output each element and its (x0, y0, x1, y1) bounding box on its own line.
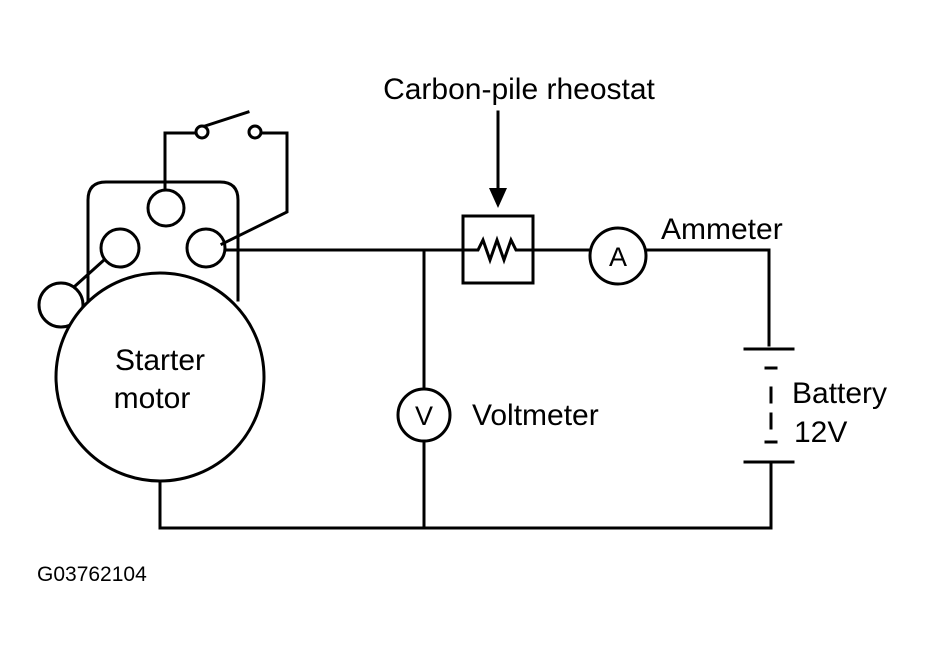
rheostat-label: Carbon-pile rheostat (383, 73, 655, 106)
rheostat-resistor-zigzag (461, 235, 535, 265)
switch-contact-right (247, 124, 263, 140)
ammeter-label: Ammeter (661, 213, 783, 246)
switch-contact-left (194, 124, 210, 140)
battery-label-line2: 12V (794, 416, 847, 449)
starter-label-line2: motor (114, 382, 191, 415)
switch-blade (203, 110, 250, 128)
starter-label-line1: Starter (115, 344, 205, 377)
voltmeter-gauge (396, 387, 452, 443)
wire-ground-return (158, 463, 773, 530)
solenoid-left-terminal (99, 227, 141, 269)
terminal-strap (71, 257, 107, 290)
solenoid-right-terminal (185, 227, 227, 269)
starter-switch (163, 110, 289, 247)
starter-motor-body (54, 271, 266, 483)
figure-code: G03762104 (37, 563, 147, 586)
solenoid-top-terminal (146, 188, 186, 228)
wire-ammeter-to-battery (644, 248, 771, 347)
solenoid-housing (86, 180, 240, 302)
switch-left-wire (163, 131, 198, 190)
switch-right-wire (219, 131, 289, 247)
ammeter-gauge (588, 226, 648, 286)
voltmeter-label: Voltmeter (472, 399, 599, 432)
battery-label-line1: Battery (792, 377, 887, 410)
starter-motor-assembly: Starter motor (37, 180, 266, 483)
ammeter: A Ammeter (588, 213, 783, 286)
battery: Battery 12V (743, 347, 887, 464)
voltmeter-symbol: V (415, 401, 433, 431)
rheostat-arrow-head (489, 188, 507, 208)
voltmeter: V Voltmeter (396, 387, 599, 443)
carbon-pile-rheostat: Carbon-pile rheostat (383, 73, 656, 285)
ammeter-symbol: A (609, 242, 627, 272)
